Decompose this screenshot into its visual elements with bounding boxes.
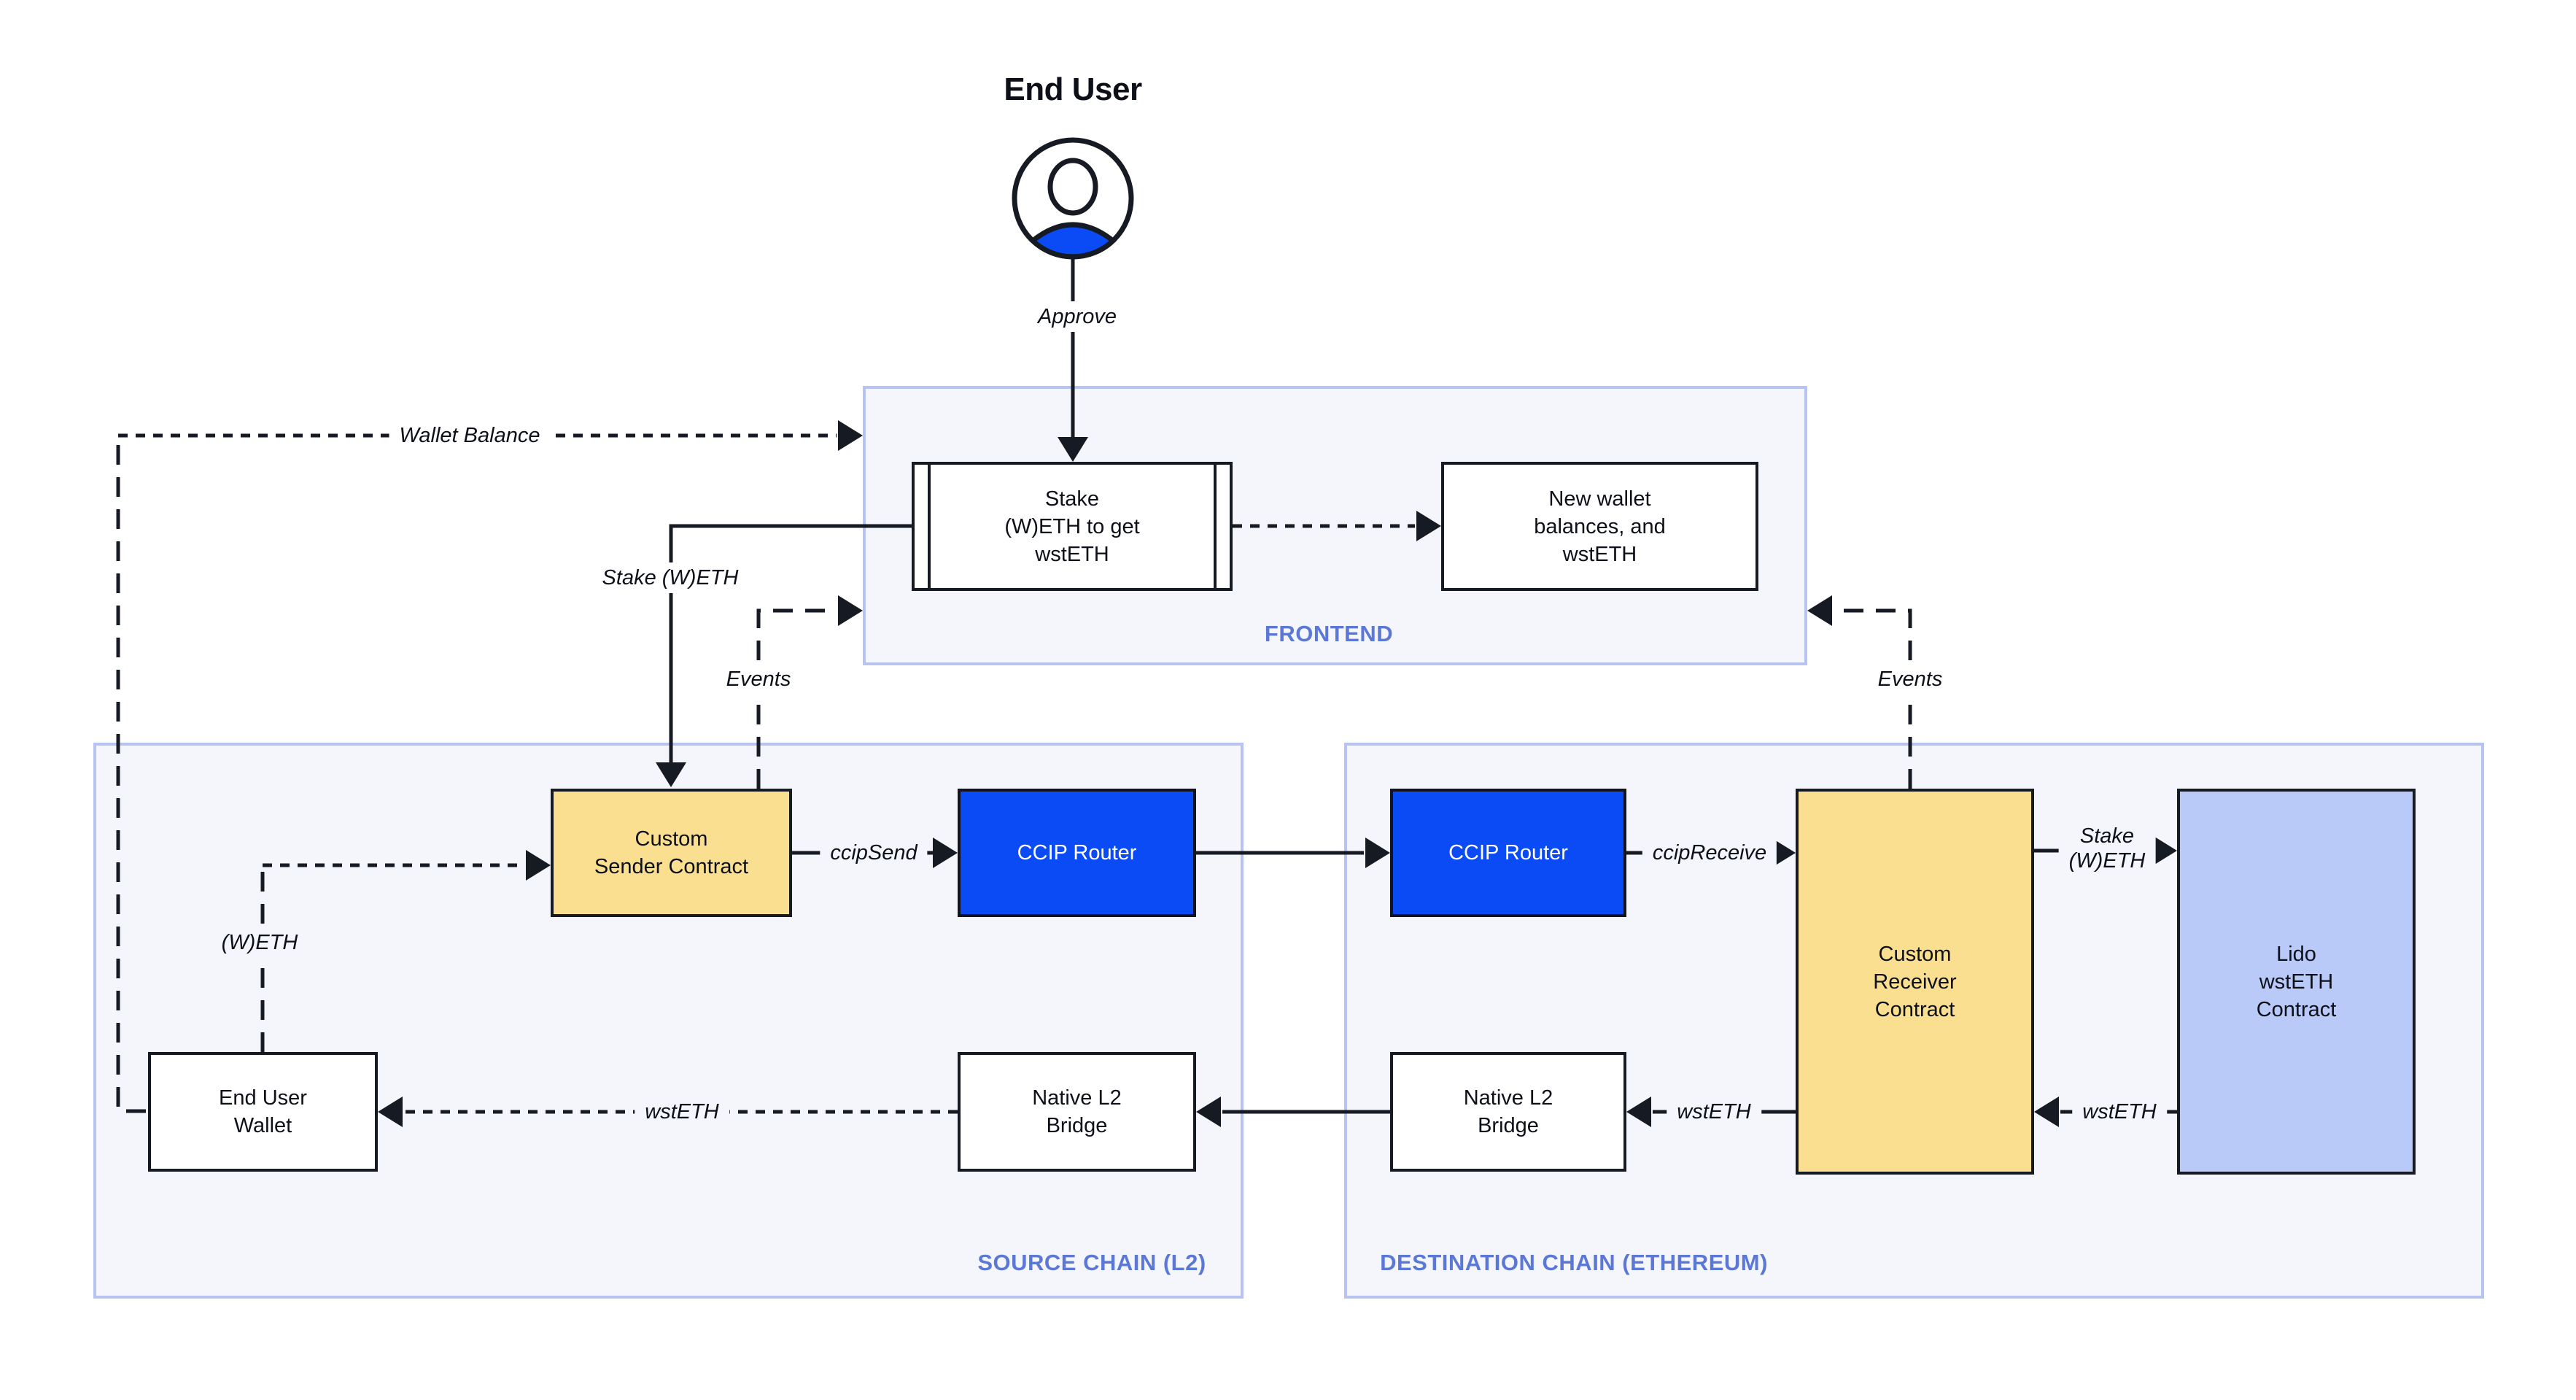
new-wallet-balances-box: New wallet balances, and wstETH	[1441, 462, 1758, 591]
custom-receiver-contract-box: Custom Receiver Contract	[1796, 789, 2034, 1175]
destination-chain-label: DESTINATION CHAIN (ETHEREUM)	[1380, 1250, 1768, 1275]
lido-wsteth-contract-label: Lido wstETH Contract	[2256, 942, 2337, 1021]
wallet-balance-edge-label: Wallet Balance	[389, 420, 551, 451]
end-user-wallet-label: End User Wallet	[219, 1086, 307, 1137]
native-l2-bridge-source-box: Native L2 Bridge	[958, 1052, 1196, 1172]
weth-edge-label: (W)ETH	[211, 927, 309, 958]
stake-weth-edge-label: Stake (W)ETH	[591, 562, 749, 593]
stake-box: Stake (W)ETH to get wstETH	[912, 462, 1233, 591]
stake-box-label: Stake (W)ETH to get wstETH	[1004, 487, 1140, 566]
native-l2-bridge-destination-label: Native L2 Bridge	[1463, 1086, 1553, 1137]
subprocess-bar-left	[928, 465, 931, 588]
ccip-router-source-label: CCIP Router	[1017, 841, 1137, 865]
ccipreceive-edge-label: ccipReceive	[1642, 838, 1777, 868]
wsteth-to-wallet-edge-label: wstETH	[635, 1097, 729, 1127]
new-wallet-balances-label: New wallet balances, and wstETH	[1534, 487, 1666, 566]
custom-sender-contract-box: Custom Sender Contract	[551, 789, 792, 917]
native-l2-bridge-source-label: Native L2 Bridge	[1032, 1086, 1122, 1137]
frontend-label: FRONTEND	[1264, 621, 1394, 646]
arrowhead-events-into-frontend-right	[1807, 595, 1832, 626]
arrowhead-into-frontend-left	[838, 420, 863, 451]
custom-receiver-contract-label: Custom Receiver Contract	[1873, 942, 1957, 1021]
lido-wsteth-contract-box: Lido wstETH Contract	[2177, 789, 2416, 1175]
ccip-router-source-box: CCIP Router	[958, 789, 1196, 917]
ccipsend-edge-label: ccipSend	[820, 838, 928, 868]
person-icon	[1012, 137, 1134, 260]
native-l2-bridge-destination-box: Native L2 Bridge	[1390, 1052, 1626, 1172]
source-chain-label: SOURCE CHAIN (L2)	[977, 1250, 1206, 1275]
end-user-wallet-box: End User Wallet	[148, 1052, 378, 1172]
subprocess-bar-right	[1214, 465, 1217, 588]
wsteth-between-bridges-edge-label: wstETH	[1667, 1097, 1761, 1127]
wsteth-from-lido-edge-label: wstETH	[2072, 1097, 2167, 1127]
events-right-edge-label: Events	[1867, 664, 1953, 695]
stake-weth-right-edge-label: Stake (W)ETH	[2058, 821, 2156, 876]
arrowhead-events-into-frontend	[838, 595, 863, 626]
custom-sender-contract-label: Custom Sender Contract	[594, 827, 749, 878]
ccip-router-destination-box: CCIP Router	[1390, 789, 1626, 917]
events-left-edge-label: Events	[715, 664, 802, 695]
end-user-title: End User	[1004, 71, 1142, 107]
ccip-router-destination-label: CCIP Router	[1448, 841, 1568, 865]
approve-edge-label: Approve	[1027, 301, 1128, 332]
